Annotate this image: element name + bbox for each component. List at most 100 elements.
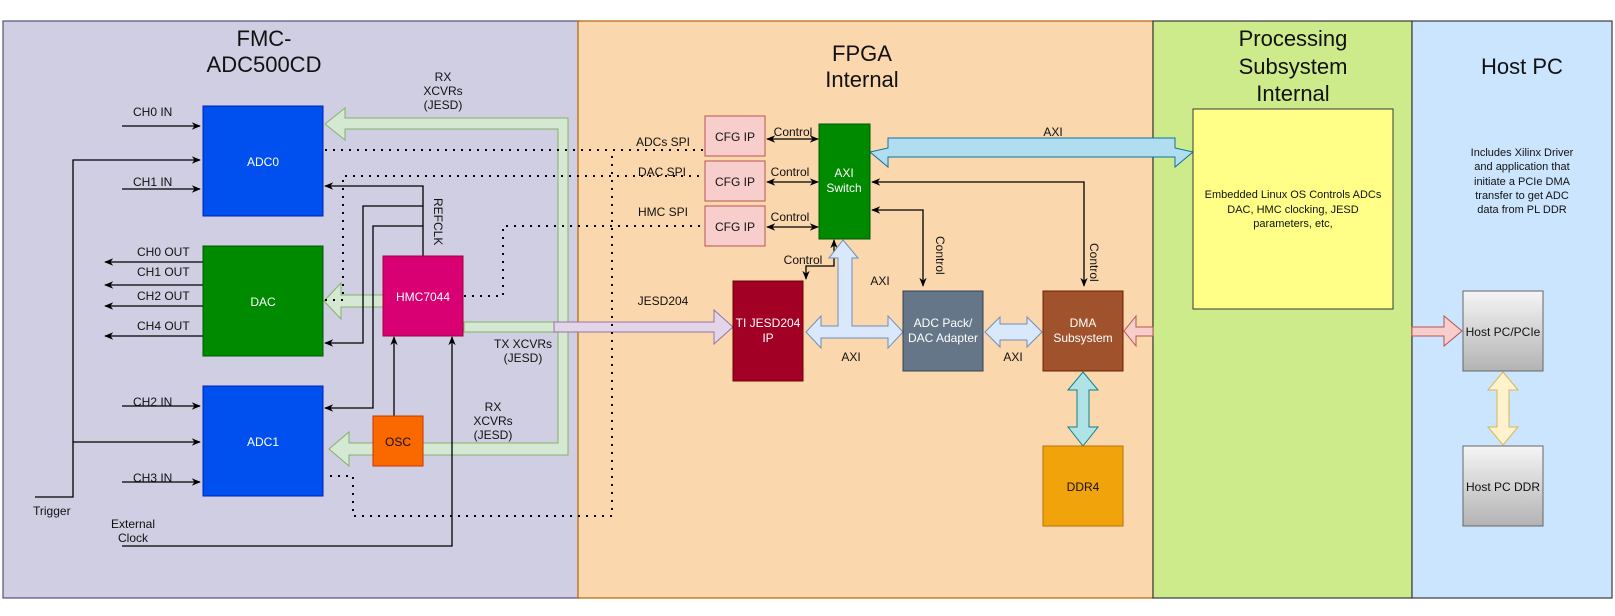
- adc-pack-dac-adapter-block[interactable]: ADC Pack/ DAC Adapter: [902, 290, 984, 372]
- ch3-in-label: CH3 IN: [133, 471, 172, 485]
- linux-label-3: parameters, etc,: [1253, 218, 1332, 230]
- tx-dac-arrow: [323, 281, 386, 321]
- dma-label-2: Subsystem: [1053, 331, 1112, 345]
- ps-title-2: Subsystem: [1239, 54, 1348, 79]
- fpga-title-2: Internal: [825, 67, 898, 92]
- control-label-3: Control: [771, 210, 810, 224]
- linux-label-2: DAC, HMC clocking, JESD: [1227, 204, 1358, 216]
- axi-switch-label-2: Switch: [826, 181, 861, 195]
- axi-ps-switch-arrow[interactable]: [868, 137, 1195, 169]
- dac-spi-line: [325, 175, 705, 301]
- adc1-label: ADC1: [247, 435, 279, 449]
- ext-clock-label-1: External: [111, 517, 155, 531]
- host-note-4: transfer to get ADC: [1475, 190, 1569, 202]
- ch0-in-label: CH0 IN: [133, 105, 172, 119]
- dac-label: DAC: [250, 295, 276, 309]
- rx-bottom-label-3: (JESD): [474, 428, 513, 442]
- dma-subsystem-block[interactable]: DMA Subsystem: [1042, 290, 1124, 372]
- axi-jesd-label: AXI: [841, 350, 860, 364]
- host-pcie-ddr-arrow[interactable]: [1486, 371, 1520, 446]
- axi-switch-block[interactable]: AXI Switch: [818, 123, 871, 240]
- cfg-ip-adc-block[interactable]: CFG IP: [704, 115, 766, 157]
- linux-label-1: Embedded Linux OS Controls ADCs: [1205, 189, 1382, 201]
- ext-clock-line: [122, 336, 456, 547]
- refclk-adc0-line: [324, 182, 424, 256]
- axi-adcpack-dma-arrow[interactable]: [984, 315, 1043, 349]
- pcie-dma-arrow[interactable]: [1123, 314, 1154, 348]
- ps-title-3: Internal: [1256, 81, 1329, 106]
- axi-pack-label: AXI: [1003, 350, 1022, 364]
- ddr4-block[interactable]: DDR4: [1042, 445, 1124, 527]
- cfg-ip-dac-block[interactable]: CFG IP: [704, 160, 766, 202]
- axi-switch-label-1: AXI: [834, 166, 853, 180]
- dac-spi-label: DAC SPI: [638, 165, 686, 179]
- control-label-2: Control: [771, 165, 810, 179]
- host-note-1: Includes Xilinx Driver: [1471, 147, 1574, 159]
- ch0-out-label: CH0 OUT: [137, 245, 190, 259]
- adc0-block[interactable]: ADC0: [202, 105, 324, 217]
- fpga-title-1: FPGA: [832, 41, 892, 66]
- host-pcie-label: Host PC/PCIe: [1466, 325, 1541, 339]
- adc0-label: ADC0: [247, 155, 279, 169]
- axi-top-label: AXI: [1043, 125, 1062, 139]
- fmc-title-2: ADC500CD: [207, 52, 322, 77]
- hmc7044-block[interactable]: HMC7044: [382, 255, 464, 337]
- jesd-ip-label-2: IP: [762, 331, 773, 345]
- host-pcie-block[interactable]: Host PC/PCIe: [1462, 290, 1544, 372]
- cfg-ip-hmc-block[interactable]: CFG IP: [704, 205, 766, 247]
- hmc7044-label: HMC7044: [396, 290, 450, 304]
- ext-clock-label-2: Clock: [118, 531, 149, 545]
- rx-bottom-label-2: XCVRs: [473, 414, 512, 428]
- adc1-block[interactable]: ADC1: [202, 385, 324, 497]
- control-label-1: Control: [774, 125, 813, 139]
- osc-label: OSC: [385, 435, 411, 449]
- trigger-label: Trigger: [33, 504, 71, 518]
- refclk-dac-line: [324, 205, 423, 347]
- host-note-5: data from PL DDR: [1477, 204, 1567, 216]
- ti-jesd204-ip-block[interactable]: TI JESD204 IP: [732, 280, 804, 382]
- refclk-label: REFCLK: [431, 198, 445, 245]
- adc-pack-label-2: DAC Adapter: [908, 331, 978, 345]
- control-label-5: Control: [1087, 243, 1101, 282]
- host-note-3: initiate a PCIe DMA: [1474, 176, 1571, 188]
- control-dma-line: [871, 178, 1088, 287]
- cfg-ip-dac-label: CFG IP: [715, 175, 755, 189]
- hmc-spi-label: HMC SPI: [638, 205, 688, 219]
- jesd-ip-label-1: TI JESD204: [736, 316, 801, 330]
- fmc-title-1: FMC-: [237, 26, 292, 51]
- cfg-ip-adc-label: CFG IP: [715, 130, 755, 144]
- host-note-2: and application that: [1474, 161, 1569, 173]
- ch2-in-label: CH2 IN: [133, 395, 172, 409]
- control-label-6: Control: [784, 253, 823, 267]
- ch4-out-label: CH4 OUT: [137, 319, 190, 333]
- ddr4-label: DDR4: [1067, 480, 1100, 494]
- rx-xcvr-top-arrow: [324, 106, 569, 454]
- embedded-linux-block[interactable]: Embedded Linux OS Controls ADCs DAC, HMC…: [1192, 108, 1394, 310]
- axi-t-arrow[interactable]: [805, 239, 904, 350]
- dac-block[interactable]: DAC: [202, 245, 324, 357]
- tx-label-1: TX XCVRs: [494, 337, 552, 351]
- jesd204-arrow: [553, 308, 734, 346]
- rx-top-label-3: (JESD): [424, 98, 463, 112]
- rx-top-label-1: RX: [435, 70, 452, 84]
- ch1-out-label: CH1 OUT: [137, 265, 190, 279]
- tx-xcvr-line: [463, 321, 555, 333]
- dma-label-1: DMA: [1070, 316, 1097, 330]
- rx-top-label-2: XCVRs: [423, 84, 462, 98]
- adc-pack-label-1: ADC Pack/: [914, 316, 973, 330]
- ps-title-1: Processing: [1239, 26, 1348, 51]
- host-ddr-label: Host PC DDR: [1466, 480, 1540, 494]
- axi-vert-label: AXI: [870, 274, 889, 288]
- rx-xcvr-bottom-arrow: [328, 329, 569, 468]
- pcie-host-arrow[interactable]: [1411, 314, 1463, 348]
- host-ddr-block[interactable]: Host PC DDR: [1462, 445, 1544, 527]
- osc-block[interactable]: OSC: [372, 415, 424, 467]
- tx-label-2: (JESD): [504, 351, 543, 365]
- hmc-spi-line: [464, 225, 705, 297]
- control-label-4: Control: [933, 236, 947, 275]
- cfg-ip-hmc-label: CFG IP: [715, 220, 755, 234]
- ch2-out-label: CH2 OUT: [137, 289, 190, 303]
- rx-bottom-label-1: RX: [485, 400, 502, 414]
- trigger-line: [35, 156, 201, 498]
